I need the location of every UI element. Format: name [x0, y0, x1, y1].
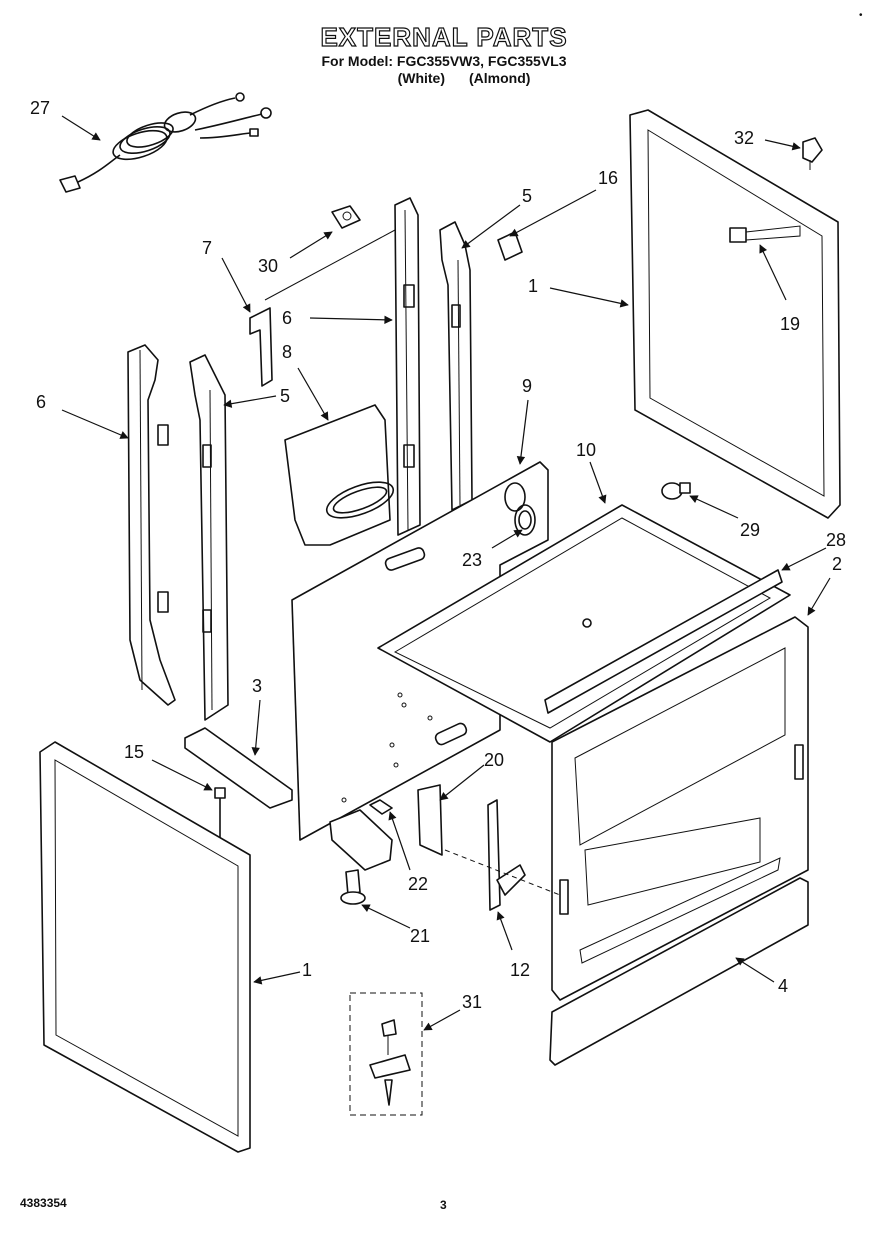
part-cooktop [377, 504, 791, 743]
part-inner-rail-left [189, 354, 229, 721]
callout-7: 7 [202, 238, 212, 258]
part-power-cord [59, 92, 272, 193]
callout-16: 16 [598, 168, 618, 188]
callout-labels: 27 30 7 6 8 5 16 5 1 32 19 6 9 10 23 29 … [30, 98, 846, 1012]
part-bracket-20 [417, 784, 443, 856]
callout-10: 10 [576, 440, 596, 460]
part-grommet [518, 510, 532, 530]
part-inner-rail-right [439, 221, 473, 511]
callout-6-left: 6 [36, 392, 46, 412]
part-bracket-16 [497, 231, 523, 261]
part-side-rail-left [127, 344, 176, 706]
callout-22: 22 [408, 874, 428, 894]
part-hardware-kit [349, 992, 423, 1116]
callout-1-top: 1 [528, 276, 538, 296]
callout-19: 19 [780, 314, 800, 334]
part-leveling-leg [340, 869, 366, 905]
callout-4: 4 [778, 976, 788, 996]
callout-23: 23 [462, 550, 482, 570]
callout-15: 15 [124, 742, 144, 762]
part-clip-22 [369, 799, 393, 815]
callout-8: 8 [282, 342, 292, 362]
callout-3: 3 [252, 676, 262, 696]
part-right-side-panel [551, 616, 809, 1001]
part-bracket-3 [184, 727, 293, 809]
callout-12: 12 [510, 960, 530, 980]
part-anti-tip-bracket [444, 799, 561, 911]
callout-20: 20 [484, 750, 504, 770]
callout-31: 31 [462, 992, 482, 1012]
callout-27: 27 [30, 98, 50, 118]
callout-5-right: 5 [522, 186, 532, 206]
part-trim-strip [544, 569, 783, 714]
callout-6-back: 6 [282, 308, 292, 328]
leader-lines [61, 115, 831, 1031]
part-door-frame-left [39, 741, 251, 1153]
part-knob [661, 482, 691, 500]
part-bracket-7 [249, 229, 396, 387]
document-number: 4383354 [20, 1196, 67, 1210]
part-vent-duct [284, 404, 395, 546]
callout-29: 29 [740, 520, 760, 540]
callout-28: 28 [826, 530, 846, 550]
corner-mark: • [859, 10, 863, 21]
part-light-socket [802, 137, 823, 170]
callout-32: 32 [734, 128, 754, 148]
callout-9: 9 [522, 376, 532, 396]
page-number: 3 [440, 1198, 447, 1212]
page-title: EXTERNAL PARTS [320, 21, 568, 52]
callout-5-left: 5 [280, 386, 290, 406]
model-numbers: For Model: FGC355VW3, FGC355VL3 [321, 53, 567, 69]
color-variants: (White) (Almond) [0, 70, 888, 87]
callout-30: 30 [258, 256, 278, 276]
part-side-rail-right [394, 197, 421, 536]
callout-2: 2 [832, 554, 842, 574]
part-bottom-bracket [329, 809, 393, 871]
part-clip-30 [331, 205, 361, 229]
callout-1-bottom: 1 [302, 960, 312, 980]
callout-21: 21 [410, 926, 430, 946]
variant-white: (White) [397, 70, 445, 86]
diagram-header: EXTERNAL PARTS For Model: FGC355VW3, FGC… [0, 21, 888, 87]
part-switch [729, 225, 801, 243]
part-kick-plate [549, 857, 809, 1066]
part-door-frame-right [629, 109, 841, 519]
variant-almond: (Almond) [469, 70, 531, 86]
